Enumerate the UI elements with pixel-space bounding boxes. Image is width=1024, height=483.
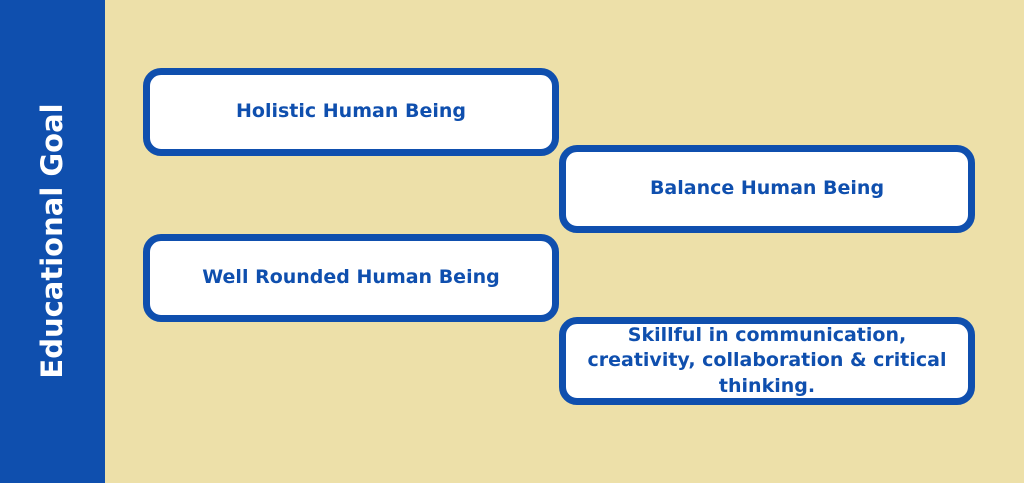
goal-box-skillful: Skillful in communication, creativity, c… [559, 317, 975, 405]
sidebar-title: Educational Goal [35, 103, 69, 379]
goal-box-holistic: Holistic Human Being [143, 68, 559, 156]
goal-box-well-rounded: Well Rounded Human Being [143, 234, 559, 322]
sidebar: Educational Goal [0, 0, 105, 483]
goal-box-balance: Balance Human Being [559, 145, 975, 233]
